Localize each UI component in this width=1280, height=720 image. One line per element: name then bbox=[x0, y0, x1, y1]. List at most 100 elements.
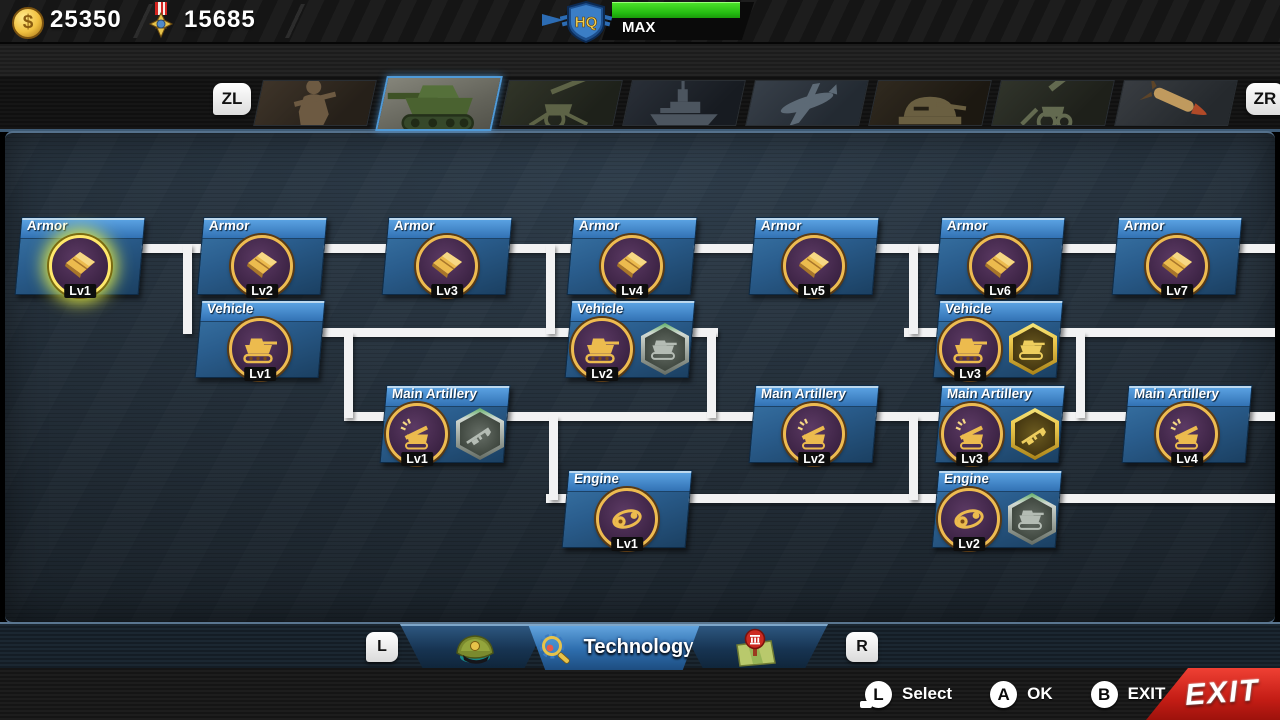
hq-progress-bar bbox=[612, 2, 740, 18]
research-badge-gun-gold bbox=[1011, 408, 1059, 460]
divider bbox=[126, 4, 160, 38]
unit-tab-aircraft[interactable] bbox=[745, 80, 869, 126]
coins-value: 25350 bbox=[50, 6, 122, 33]
exit-button[interactable]: EXIT bbox=[1146, 668, 1280, 720]
armor-icon: Lv4 bbox=[601, 235, 663, 298]
tech-node-title: Armor bbox=[208, 218, 251, 233]
unit-tab-navy[interactable] bbox=[622, 80, 746, 126]
tech-node-title: Vehicle bbox=[576, 301, 625, 316]
tech-node-level: Lv2 bbox=[798, 452, 830, 466]
tree-connector bbox=[707, 332, 716, 418]
tech-node-armor-6[interactable]: Armor Lv6 bbox=[934, 217, 1066, 298]
infantry-image bbox=[253, 80, 377, 126]
engine-icon: Lv2 bbox=[938, 488, 1000, 551]
tech-node-level: Lv3 bbox=[431, 284, 463, 298]
r-shoulder-button[interactable]: R bbox=[846, 632, 878, 662]
medals-value: 15685 bbox=[184, 6, 256, 33]
tech-node-level: Lv3 bbox=[956, 452, 988, 466]
unit-tab-infantry[interactable] bbox=[253, 80, 377, 126]
tech-node-artillery-4[interactable]: Main Artillery Lv4 bbox=[1121, 385, 1253, 466]
artillery-icon: Lv2 bbox=[783, 403, 845, 466]
control-hint-bar: L Select A OK B EXIT EXIT bbox=[0, 668, 1280, 720]
tech-node-title: Armor bbox=[393, 218, 436, 233]
tech-node-armor-1[interactable]: Armor Lv1 bbox=[14, 217, 146, 298]
tech-node-artillery-3[interactable]: Main Artillery Lv3 bbox=[934, 385, 1066, 466]
coin-icon: $ bbox=[12, 7, 44, 39]
medal-icon bbox=[148, 2, 174, 39]
engine-icon: Lv1 bbox=[596, 488, 658, 551]
tech-node-level: Lv4 bbox=[616, 284, 648, 298]
tank-icon: Lv1 bbox=[229, 318, 291, 381]
unit-tab-howitzer[interactable] bbox=[991, 80, 1115, 126]
top-resource-bar: $ 25350 15685 MAX HQ bbox=[0, 0, 1280, 44]
tech-node-level: Lv1 bbox=[401, 452, 433, 466]
tree-connector bbox=[344, 332, 353, 418]
tech-node-vehicle-1[interactable]: Vehicle Lv1 bbox=[194, 300, 326, 381]
nav-tab-label: Technology bbox=[583, 635, 695, 658]
tech-node-armor-2[interactable]: Armor Lv2 bbox=[196, 217, 328, 298]
tank-icon: Lv2 bbox=[571, 318, 633, 381]
howitzer-image bbox=[991, 80, 1115, 126]
tech-node-armor-7[interactable]: Armor Lv7 bbox=[1111, 217, 1243, 298]
tech-node-armor-4[interactable]: Armor Lv4 bbox=[566, 217, 698, 298]
unit-tab-bunker[interactable] bbox=[868, 80, 992, 126]
tree-connector bbox=[909, 244, 918, 334]
hq-shield-icon: HQ bbox=[560, 1, 612, 43]
research-badge-tank-silver bbox=[1008, 493, 1056, 545]
tech-node-title: Main Artillery bbox=[391, 386, 478, 401]
tech-node-vehicle-2[interactable]: Vehicle Lv2 bbox=[564, 300, 696, 381]
tech-node-title: Main Artillery bbox=[1133, 386, 1220, 401]
tree-connector bbox=[549, 416, 558, 500]
svg-text:HQ: HQ bbox=[575, 14, 598, 31]
unit-tab-tank[interactable] bbox=[375, 76, 503, 131]
zl-shoulder-button[interactable]: ZL bbox=[213, 83, 251, 115]
tech-node-level: Lv2 bbox=[586, 367, 618, 381]
bunker-image bbox=[868, 80, 992, 126]
tech-node-title: Main Artillery bbox=[946, 386, 1033, 401]
divider bbox=[278, 4, 312, 38]
nav-tab-map[interactable] bbox=[680, 624, 828, 670]
tree-connector bbox=[692, 328, 718, 337]
control-hints: L Select A OK B EXIT bbox=[865, 668, 1165, 720]
nav-tab-technology[interactable]: Technology bbox=[528, 624, 700, 670]
research-badge-gun-silver bbox=[456, 408, 504, 460]
tech-node-title: Engine bbox=[573, 471, 620, 486]
tree-connector bbox=[904, 328, 940, 337]
tech-node-level: Lv5 bbox=[798, 284, 830, 298]
tech-node-title: Armor bbox=[1123, 218, 1166, 233]
research-badge-tank-gold bbox=[1009, 323, 1057, 375]
tech-node-level: Lv7 bbox=[1161, 284, 1193, 298]
tech-node-level: Lv1 bbox=[64, 284, 96, 298]
l-shoulder-button[interactable]: L bbox=[366, 632, 398, 662]
tech-node-engine-2[interactable]: Engine Lv2 bbox=[931, 470, 1063, 551]
tech-node-level: Lv3 bbox=[954, 367, 986, 381]
navy-image bbox=[622, 80, 746, 126]
artillery-icon: Lv1 bbox=[386, 403, 448, 466]
tech-node-vehicle-3[interactable]: Vehicle Lv3 bbox=[932, 300, 1064, 381]
tech-node-title: Main Artillery bbox=[760, 386, 847, 401]
technology-tree-panel: Armor Lv1 Armor Lv2 Armor Lv3 Armor bbox=[5, 131, 1275, 624]
tech-node-artillery-2[interactable]: Main Artillery Lv2 bbox=[748, 385, 880, 466]
armor-icon: Lv7 bbox=[1146, 235, 1208, 298]
armor-icon: Lv1 bbox=[49, 235, 111, 298]
tech-node-title: Engine bbox=[943, 471, 990, 486]
tech-node-title: Armor bbox=[26, 218, 69, 233]
nav-tab-commander[interactable] bbox=[400, 624, 547, 670]
tech-node-armor-3[interactable]: Armor Lv3 bbox=[381, 217, 513, 298]
tech-node-armor-5[interactable]: Armor Lv5 bbox=[748, 217, 880, 298]
control-hint-label: EXIT bbox=[1127, 684, 1166, 703]
unit-tab-artillery[interactable] bbox=[499, 80, 623, 126]
tech-node-level: Lv2 bbox=[246, 284, 278, 298]
control-hint-label: Select bbox=[902, 684, 953, 703]
tree-connector bbox=[140, 244, 1275, 253]
tech-node-title: Vehicle bbox=[206, 301, 255, 316]
tank-image bbox=[375, 76, 503, 131]
L-button-icon: L bbox=[865, 680, 892, 708]
aircraft-image bbox=[745, 80, 869, 126]
magnifier-icon bbox=[534, 627, 576, 667]
tech-node-artillery-1[interactable]: Main Artillery Lv1 bbox=[379, 385, 511, 466]
zr-shoulder-button[interactable]: ZR bbox=[1246, 83, 1280, 115]
tech-node-engine-1[interactable]: Engine Lv1 bbox=[561, 470, 693, 551]
unit-category-tabstrip: ZL ZR bbox=[0, 76, 1280, 132]
unit-tab-missile[interactable] bbox=[1114, 80, 1238, 126]
